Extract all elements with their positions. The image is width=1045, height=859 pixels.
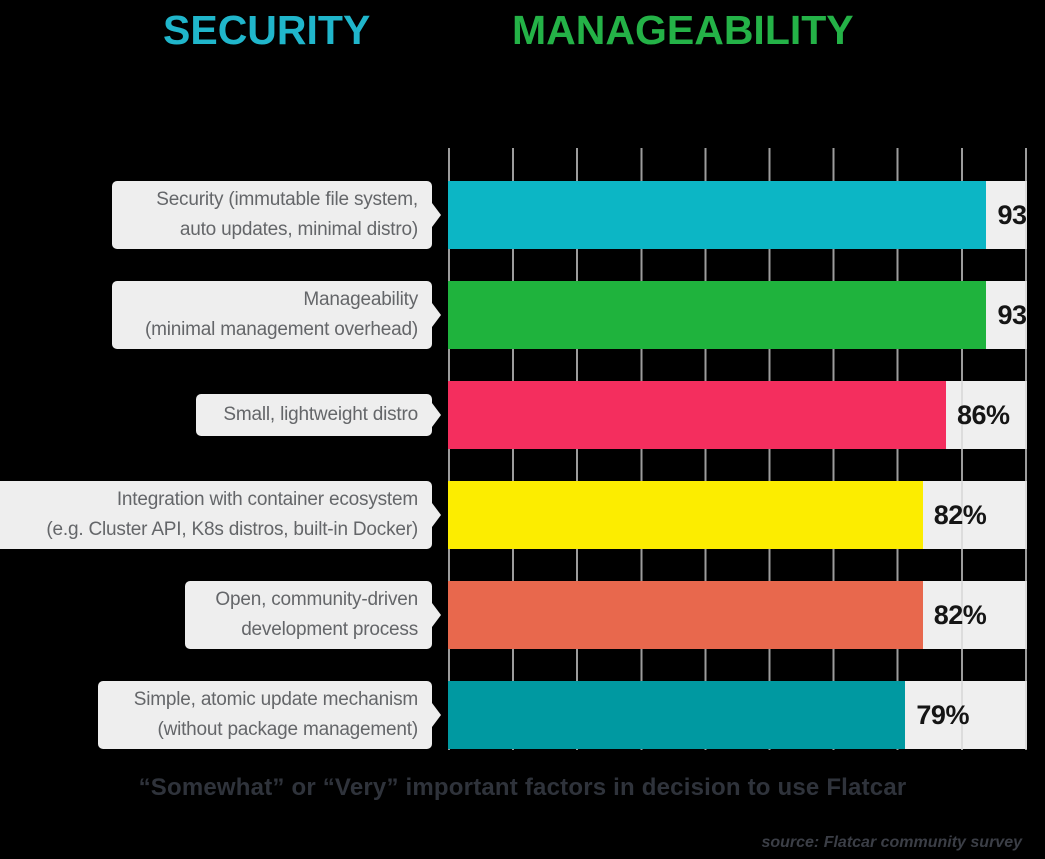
category-label-line1: Manageability — [303, 289, 418, 310]
label-pointer — [432, 203, 441, 227]
bar-track: 79% — [448, 681, 1027, 749]
bar — [448, 381, 946, 449]
bar-row: Small, lightweight distro 86% — [0, 381, 1045, 449]
bar — [448, 681, 906, 749]
category-label-line2: (without package management) — [157, 719, 418, 740]
value-label: 86% — [956, 399, 1010, 430]
bar-row: Security (immutable file system, auto up… — [0, 181, 1045, 249]
title-security: SECURITY — [163, 7, 371, 53]
bar — [448, 581, 923, 649]
category-label-line2: development process — [241, 619, 418, 640]
bar-row: Open, community-driven development proce… — [0, 581, 1045, 649]
bar — [448, 281, 987, 349]
value-label: 82% — [933, 599, 987, 630]
bar-track: 82% — [448, 581, 1027, 649]
category-label-line2: (minimal management overhead) — [145, 319, 418, 340]
bar-track: 82% — [448, 481, 1027, 549]
value-label: 79% — [916, 699, 969, 730]
label-pointer — [432, 503, 441, 527]
label-pointer — [432, 403, 441, 427]
category-label: Manageability (minimal management overhe… — [112, 281, 441, 349]
category-label-line1: Small, lightweight distro — [223, 404, 418, 425]
bar — [448, 181, 987, 249]
value-label: 93% — [997, 299, 1027, 330]
category-label-line1: Security (immutable file system, — [156, 189, 418, 210]
category-label: Simple, atomic update mechanism (without… — [98, 681, 441, 749]
source-note: source: Flatcar community survey — [761, 834, 1022, 851]
value-label: 93% — [997, 199, 1027, 230]
bar-row: Integration with container ecosystem (e.… — [0, 481, 1045, 549]
category-label-line1: Integration with container ecosystem — [116, 489, 418, 510]
value-label: 82% — [933, 499, 987, 530]
label-pointer — [432, 303, 441, 327]
category-label: Open, community-driven development proce… — [185, 581, 441, 649]
label-pointer — [432, 703, 441, 727]
bar-row: Simple, atomic update mechanism (without… — [0, 681, 1045, 749]
bar-row: Manageability (minimal management overhe… — [0, 281, 1045, 349]
category-label-line1: Simple, atomic update mechanism — [133, 689, 418, 710]
category-label-line1: Open, community-driven — [215, 589, 418, 610]
category-label: Small, lightweight distro — [196, 394, 441, 436]
category-label-line2: auto updates, minimal distro) — [179, 219, 418, 240]
category-label: Security (immutable file system, auto up… — [112, 181, 441, 249]
caption: “Somewhat” or “Very” important factors i… — [138, 774, 907, 801]
bar — [448, 481, 923, 549]
category-label-line2: (e.g. Cluster API, K8s distros, built-in… — [46, 519, 418, 540]
bar-track: 93% — [448, 181, 1027, 249]
label-pointer — [432, 603, 441, 627]
bar-track: 93% — [448, 281, 1027, 349]
title-manageability: MANAGEABILITY — [512, 7, 854, 53]
category-label: Integration with container ecosystem (e.… — [0, 481, 441, 549]
bar-track: 86% — [448, 381, 1027, 449]
